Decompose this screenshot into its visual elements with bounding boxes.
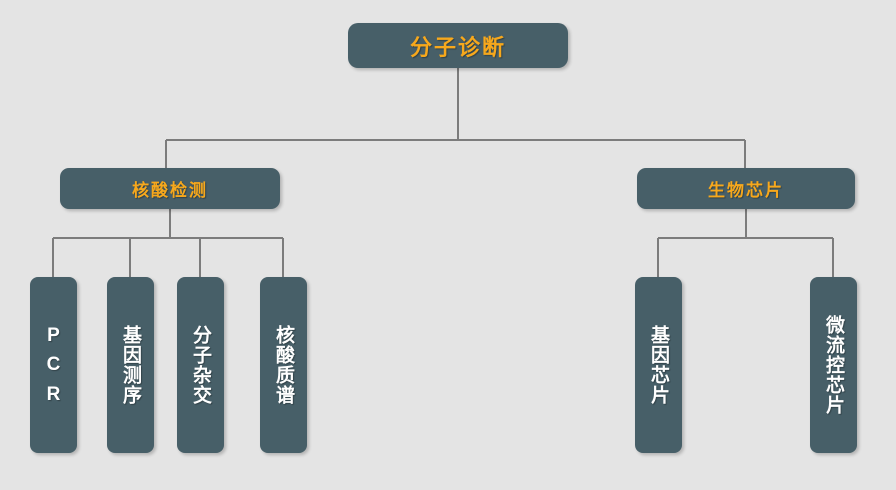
node-leaf-1-0-label: 基因芯片 xyxy=(648,325,670,405)
node-leaf-1-1-label: 微流控芯片 xyxy=(823,315,845,415)
node-leaf-0-2-label: 分子杂交 xyxy=(190,325,212,405)
node-branch-nucleic-acid-detection[interactable]: 核酸检测 xyxy=(60,168,280,209)
node-leaf-0-1-label: 基因测序 xyxy=(120,325,142,405)
node-leaf-pcr[interactable]: P C R xyxy=(30,277,77,453)
node-branch-0-label: 核酸检测 xyxy=(132,181,208,200)
node-branch-biochip[interactable]: 生物芯片 xyxy=(637,168,855,209)
node-leaf-molecular-hybridization[interactable]: 分子杂交 xyxy=(177,277,224,453)
node-root-label: 分子诊断 xyxy=(409,34,506,60)
node-leaf-microfluidic-chip[interactable]: 微流控芯片 xyxy=(810,277,857,453)
node-leaf-0-3-label: 核酸质谱 xyxy=(273,325,295,405)
node-leaf-gene-sequencing[interactable]: 基因测序 xyxy=(107,277,154,453)
node-leaf-gene-chip[interactable]: 基因芯片 xyxy=(635,277,682,453)
node-branch-1-label: 生物芯片 xyxy=(708,181,784,200)
node-root[interactable]: 分子诊断 xyxy=(348,23,568,68)
node-leaf-nucleic-acid-mass-spectrometry[interactable]: 核酸质谱 xyxy=(260,277,307,453)
node-leaf-0-0-label: P C R xyxy=(46,324,61,405)
